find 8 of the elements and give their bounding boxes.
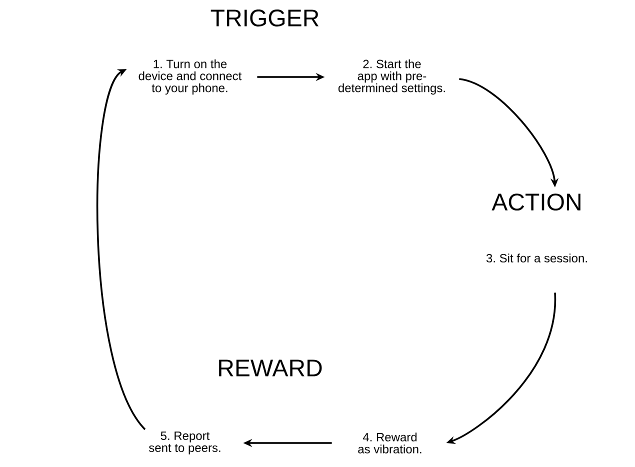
step-text-with-heading: ACTION 3. Sit for a session. bbox=[486, 194, 587, 262]
stage-heading: TRIGGER bbox=[210, 10, 319, 26]
step-text: 4. Reward as vibration. bbox=[358, 432, 422, 454]
arrow bbox=[96, 69, 146, 430]
step-text: 2. Start the app with pre-determined settings. bbox=[338, 59, 445, 95]
step-text: 1. Turn on the device and connect to your phone. bbox=[138, 59, 242, 95]
step-text: 5. Report sent to peers. bbox=[148, 432, 220, 454]
stage-heading: REWARD bbox=[219, 360, 322, 376]
